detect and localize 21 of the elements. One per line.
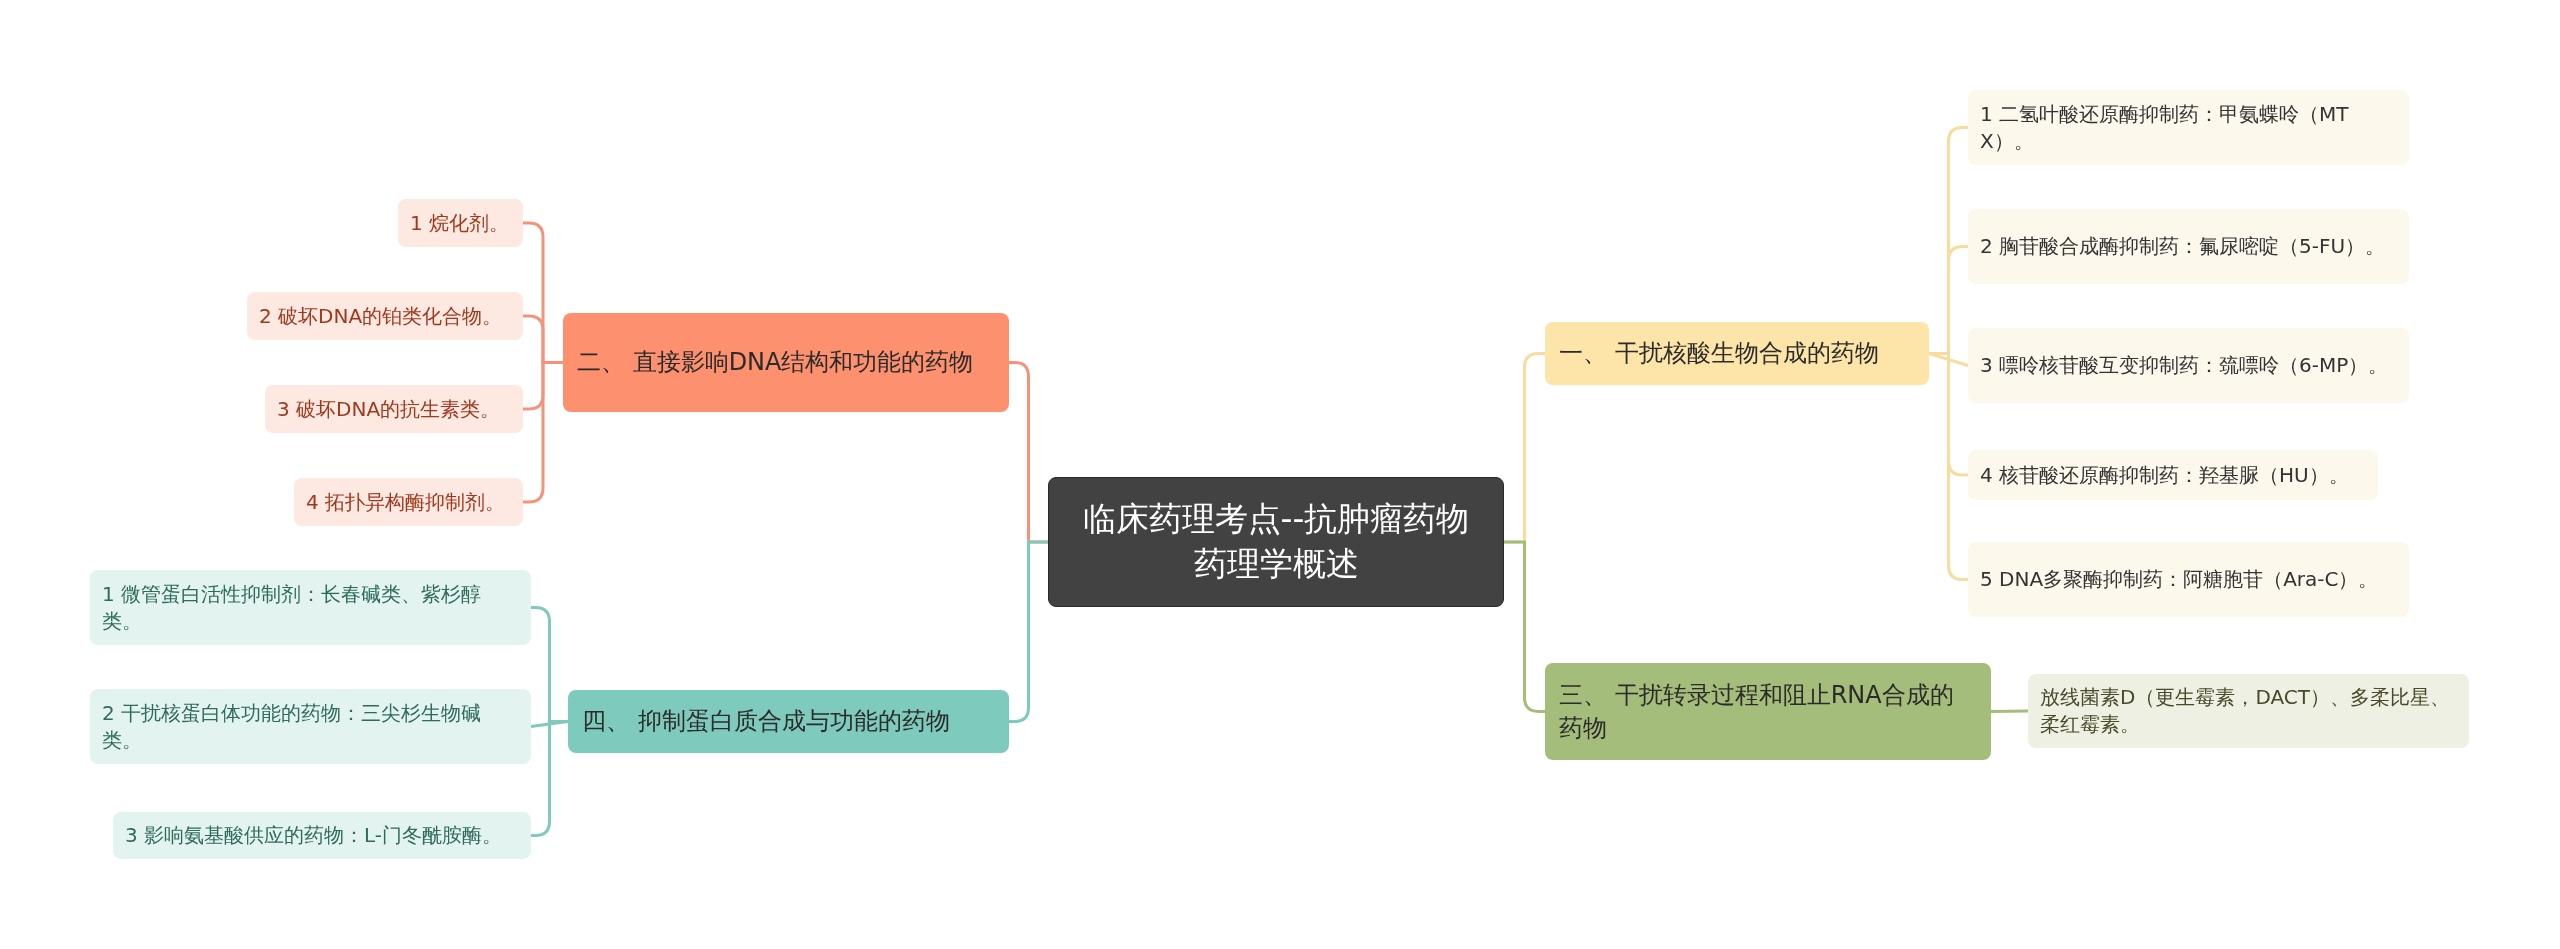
leaf-box: 3 影响氨基酸供应的药物：L-门冬酰胺酶。 xyxy=(113,812,531,859)
branch-box: 一、 干扰核酸生物合成的药物 xyxy=(1545,322,1929,385)
leaf-box: 3 嘌呤核苷酸互变抑制药：巯嘌呤（6-MP）。 xyxy=(1968,328,2409,403)
leaf-box: 2 胸苷酸合成酶抑制药：氟尿嘧啶（5-FU）。 xyxy=(1968,209,2409,284)
connector-line xyxy=(1504,540,1545,713)
leaf-box: 1 二氢叶酸还原酶抑制药：甲氨蝶呤（MTX）。 xyxy=(1968,90,2409,165)
topic-box: 临床药理考点--抗肿瘤药物药理学概述 xyxy=(1048,477,1504,607)
leaf-box: 2 干扰核蛋白体功能的药物：三尖杉生物碱类。 xyxy=(90,689,531,764)
leaf-box: 1 烷化剂。 xyxy=(398,199,523,247)
leaf-box: 5 DNA多聚酶抑制药：阿糖胞苷（Ara-C）。 xyxy=(1968,542,2409,617)
connector-line xyxy=(1928,352,1969,367)
leaf-box: 1 微管蛋白活性抑制剂：长春碱类、紫杉醇类。 xyxy=(90,570,531,645)
connector-line xyxy=(1990,709,2029,713)
leaf-box: 2 破坏DNA的铂类化合物。 xyxy=(247,292,523,340)
branch-box: 二、 直接影响DNA结构和功能的药物 xyxy=(563,313,1009,412)
leaf-box: 放线菌素D（更生霉素，DACT）、多柔比星、柔红霉素。 xyxy=(2028,674,2469,748)
leaf-box: 4 核苷酸还原酶抑制药：羟基脲（HU）。 xyxy=(1968,450,2378,500)
branch-box: 三、 干扰转录过程和阻止RNA合成的药物 xyxy=(1545,663,1991,760)
branch-box: 四、 抑制蛋白质合成与功能的药物 xyxy=(568,690,1009,753)
leaf-box: 4 拓扑异构酶抑制剂。 xyxy=(294,478,523,526)
leaf-box: 3 破坏DNA的抗生素类。 xyxy=(265,385,523,433)
